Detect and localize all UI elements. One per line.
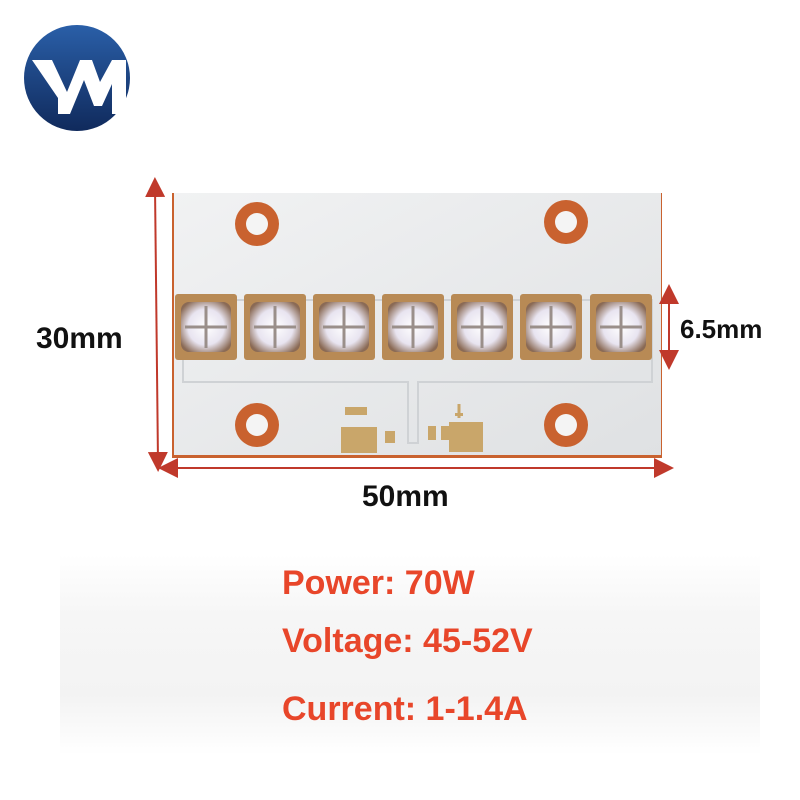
mounting-hole [544,200,588,244]
dimension-arrows [145,177,679,478]
spec-panel-background [60,555,760,755]
power-spec: Power: 70W [282,564,475,602]
led-module-illustration [145,177,679,478]
led-row [175,294,652,360]
led-size-dimension-label: 6.5mm [680,314,763,344]
led-chip [590,294,652,360]
led-chip [244,294,306,360]
mounting-hole [235,403,279,447]
led-chip [313,294,375,360]
mounting-hole [544,403,588,447]
mounting-hole [235,202,279,246]
led-chip [451,294,513,360]
led-chip [175,294,237,360]
height-arrow [145,177,168,472]
mounting-holes [235,200,588,447]
height-dimension-label: 30mm [36,322,123,355]
voltage-spec: Voltage: 45-52V [282,622,533,660]
width-dimension-label: 50mm [362,480,449,513]
current-spec: Current: 1-1.4A [282,690,528,728]
ym-logo-icon [24,25,130,131]
solder-pads [341,404,483,453]
led-chip [520,294,582,360]
led-chip [382,294,444,360]
